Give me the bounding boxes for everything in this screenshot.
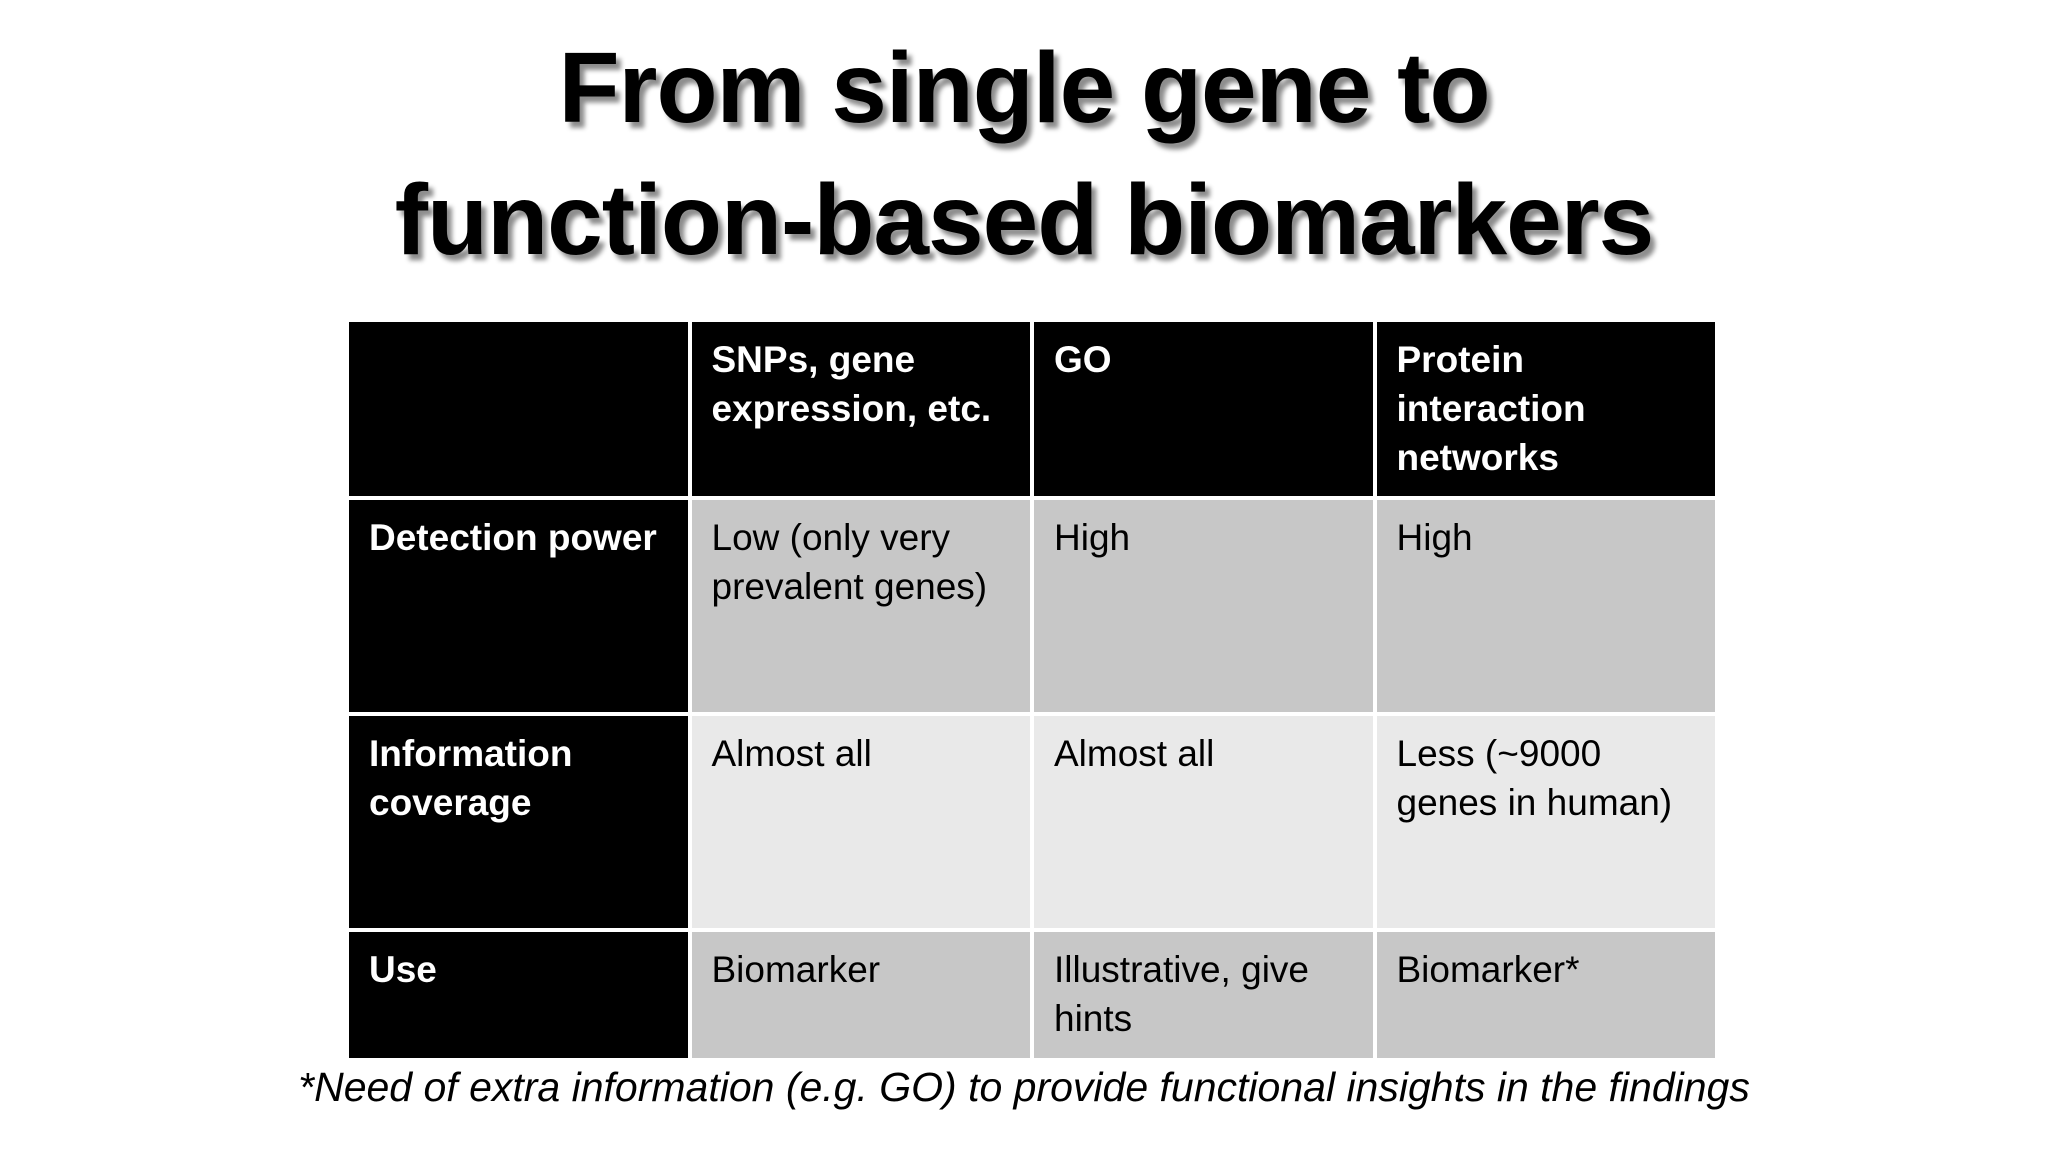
header-cell-snps-gene-expression: SNPs, gene expression, etc. [687, 317, 1034, 501]
slide-title-line1: From single gene to [558, 32, 1490, 144]
cell-detection-power-protein-networks: High [1372, 496, 1719, 717]
header-cell-protein-interaction-networks: Protein interaction networks [1372, 317, 1719, 501]
table-header-row: SNPs, gene expression, etc. GO Protein i… [345, 317, 1719, 501]
table-row-use: Use Biomarker Illustrative, give hints B… [345, 928, 1719, 1063]
cell-use-protein-networks: Biomarker* [1372, 928, 1719, 1063]
footnote: *Need of extra information (e.g. GO) to … [298, 1064, 1750, 1110]
header-cell-go: GO [1030, 317, 1377, 501]
table-row-detection-power: Detection power Low (only very prevalent… [345, 496, 1719, 717]
cell-use-snps: Biomarker [687, 928, 1034, 1063]
corner-cell [345, 317, 692, 501]
cell-information-coverage-snps: Almost all [687, 712, 1034, 933]
table-row-information-coverage: Information coverage Almost all Almost a… [345, 712, 1719, 933]
row-label-information-coverage: Information coverage [345, 712, 692, 933]
row-label-detection-power: Detection power [345, 496, 692, 717]
slide-title: From single gene to function-based bioma… [0, 22, 2048, 286]
slide-title-line2: function-based biomarkers [394, 164, 1655, 276]
cell-detection-power-go: High [1030, 496, 1377, 717]
comparison-table: SNPs, gene expression, etc. GO Protein i… [345, 317, 1719, 1063]
cell-information-coverage-go: Almost all [1030, 712, 1377, 933]
cell-detection-power-snps: Low (only very prevalent genes) [687, 496, 1034, 717]
row-label-use: Use [345, 928, 692, 1063]
cell-information-coverage-protein-networks: Less (~9000 genes in human) [1372, 712, 1719, 933]
cell-use-go: Illustrative, give hints [1030, 928, 1377, 1063]
